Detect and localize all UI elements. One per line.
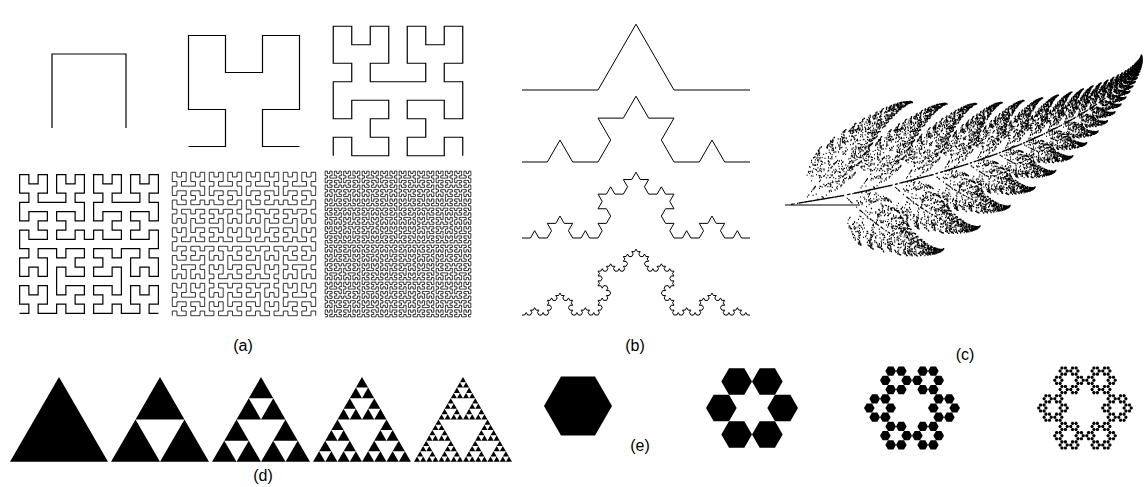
panel-label: (c) xyxy=(956,347,975,363)
panel-label: (e) xyxy=(630,438,650,454)
panel-label: (d) xyxy=(253,468,273,484)
panel-label: (b) xyxy=(625,338,645,354)
hexaflake-iteration xyxy=(864,366,960,449)
sierpinski-iteration xyxy=(414,377,512,462)
hilbert-iteration xyxy=(325,171,471,317)
koch-iteration xyxy=(522,24,750,90)
hexaflake-iteration xyxy=(1037,366,1133,449)
sierpinski-iteration xyxy=(111,377,209,462)
hilbert-iteration xyxy=(333,26,463,156)
koch-iteration xyxy=(522,96,750,162)
fern-points xyxy=(791,55,1143,256)
koch-iteration xyxy=(522,172,750,238)
hilbert-iteration xyxy=(189,36,300,147)
hilbert-curve xyxy=(20,26,471,317)
sierpinski-triangle xyxy=(10,377,512,462)
barnsley-fern xyxy=(785,55,1143,256)
hilbert-iteration xyxy=(20,175,159,314)
hexaflake-iteration xyxy=(706,368,798,448)
hilbert-iteration xyxy=(52,54,126,128)
koch-iteration xyxy=(522,249,750,315)
sierpinski-iteration xyxy=(10,377,108,462)
sierpinski-iteration xyxy=(212,377,310,462)
hilbert-iteration xyxy=(172,172,315,315)
hexaflake-iteration xyxy=(544,377,612,436)
fern-stem xyxy=(785,205,860,206)
panel-label: (a) xyxy=(233,338,253,354)
koch-curve xyxy=(522,24,750,315)
sierpinski-iteration xyxy=(313,377,411,462)
